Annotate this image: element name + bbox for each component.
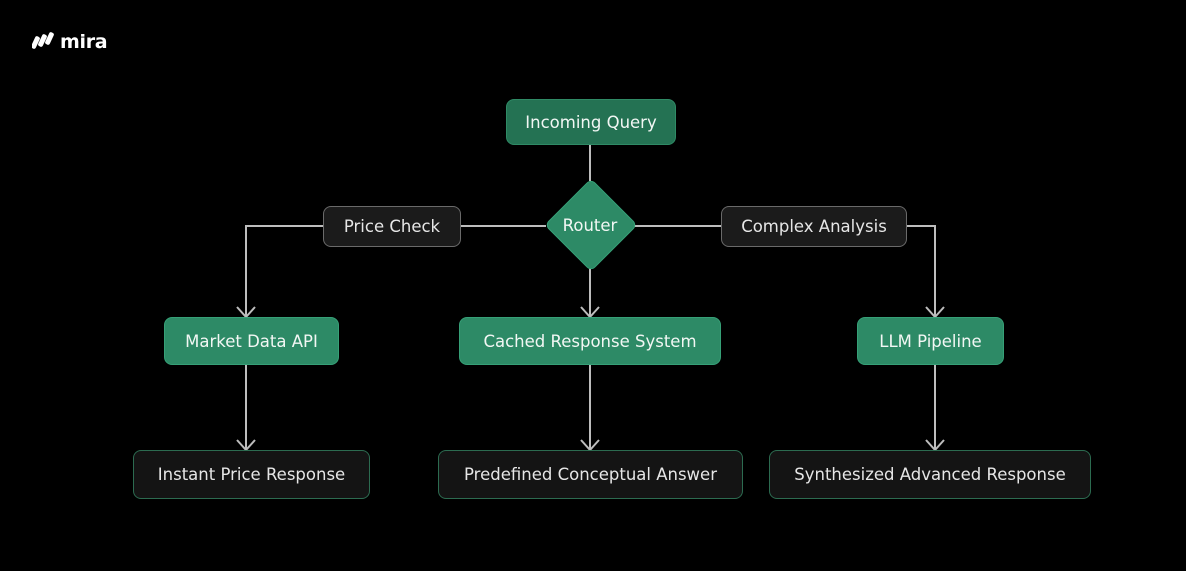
node-cached-response-system: Cached Response System <box>459 317 721 365</box>
node-instant-price-response: Instant Price Response <box>133 450 370 499</box>
mira-logo-icon <box>32 32 54 49</box>
brand-name: mira <box>60 31 108 53</box>
node-incoming-query: Incoming Query <box>506 99 676 145</box>
node-predefined-conceptual-answer: Predefined Conceptual Answer <box>438 450 743 499</box>
brand-logo: mira <box>32 30 108 54</box>
node-synthesized-advanced-response: Synthesized Advanced Response <box>769 450 1091 499</box>
node-market-data-api: Market Data API <box>164 317 339 365</box>
edge-label-price-check: Price Check <box>323 206 461 247</box>
node-router-label: Router <box>562 215 618 235</box>
node-llm-pipeline: LLM Pipeline <box>857 317 1004 365</box>
edge-label-complex-analysis: Complex Analysis <box>721 206 907 247</box>
